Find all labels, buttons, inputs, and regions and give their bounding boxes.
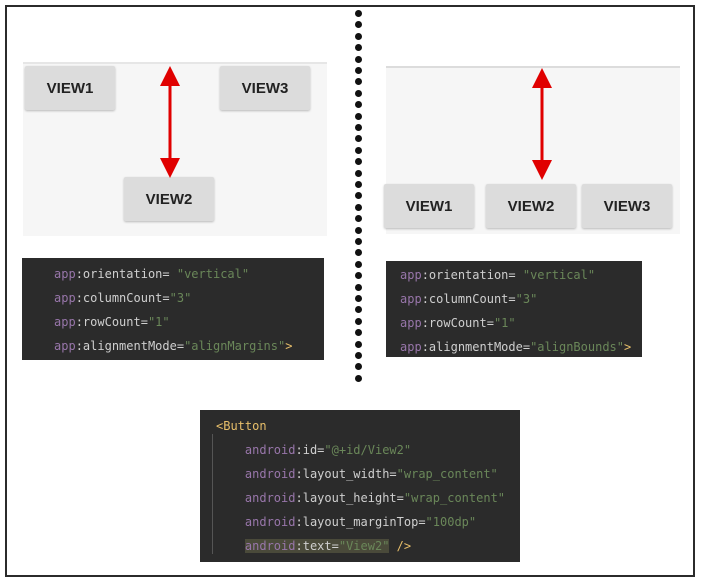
separator-dot (355, 249, 362, 257)
separator-dot (355, 272, 362, 280)
view2-button[interactable]: VIEW2 (124, 177, 214, 221)
code-line: app:orientation= "vertical" (400, 268, 596, 282)
separator-dot (355, 112, 362, 120)
grid-preview-align-margins: VIEW1 VIEW3 VIEW2 (23, 62, 327, 236)
view1-button[interactable]: VIEW1 (384, 184, 474, 228)
code-block-button-xml: <Button android:id="@+id/View2" android:… (200, 410, 520, 562)
separator-dot (355, 10, 362, 17)
code-line: android:id="@+id/View2" (244, 443, 412, 457)
separator-dot (355, 329, 362, 337)
code-line: app:alignmentMode="alignMargins"> (54, 339, 293, 353)
code-line: android:layout_marginTop="100dp" (244, 515, 477, 529)
code-line: app:alignmentMode="alignBounds"> (400, 340, 632, 354)
separator-dot (355, 55, 362, 63)
separator-dot (355, 124, 362, 131)
separator-dot (355, 21, 362, 29)
separator-dot (355, 101, 362, 109)
code-line: <Button (216, 419, 267, 433)
separator-dot (355, 67, 362, 74)
code-block-align-margins: app:orientation= "vertical" app:columnCo… (22, 258, 324, 360)
code-line: app:orientation= "vertical" (54, 267, 250, 281)
code-line: android:layout_height="wrap_content" (244, 491, 506, 505)
margin-arrow-right (532, 68, 552, 180)
separator-dot (355, 295, 362, 302)
indent-guide (212, 434, 213, 554)
separator-dot (355, 215, 362, 223)
view1-button[interactable]: VIEW1 (25, 66, 115, 110)
separator-dot (355, 374, 362, 382)
separator-dot (355, 226, 362, 234)
separator-dot (355, 169, 362, 177)
separator-dot (355, 146, 362, 154)
separator-dot (355, 78, 362, 86)
separator-dot (355, 363, 362, 371)
grid-preview-align-bounds: VIEW1 VIEW2 VIEW3 (384, 66, 680, 234)
code-line: android:text="View2" /> (244, 539, 412, 553)
separator-dot (355, 340, 362, 348)
separator-dot (355, 317, 362, 325)
code-block-align-bounds: app:orientation= "vertical" app:columnCo… (386, 261, 642, 357)
code-line: android:layout_width="wrap_content" (244, 467, 498, 481)
separator-dot (355, 352, 362, 359)
separator-dot (355, 203, 362, 211)
view3-button[interactable]: VIEW3 (220, 66, 310, 110)
separator-dot (355, 192, 362, 200)
separator-dot (355, 158, 362, 166)
code-line: app:rowCount="1" (54, 315, 170, 329)
view2-button[interactable]: VIEW2 (486, 184, 576, 228)
code-line: app:rowCount="1" (400, 316, 516, 330)
separator-dot (355, 181, 362, 188)
code-line: app:columnCount="3" (400, 292, 538, 306)
separator-dot (355, 260, 362, 268)
separator-dot (355, 306, 362, 314)
view3-button[interactable]: VIEW3 (582, 184, 672, 228)
separator-dot (355, 89, 362, 97)
separator-dot (355, 135, 362, 143)
separator-dot (355, 283, 362, 291)
figure-frame (5, 5, 695, 577)
separator-dot (355, 32, 362, 40)
code-line: app:columnCount="3" (54, 291, 192, 305)
separator-dot (355, 238, 362, 245)
separator-dot (355, 44, 362, 52)
margin-arrow-left (160, 66, 180, 178)
